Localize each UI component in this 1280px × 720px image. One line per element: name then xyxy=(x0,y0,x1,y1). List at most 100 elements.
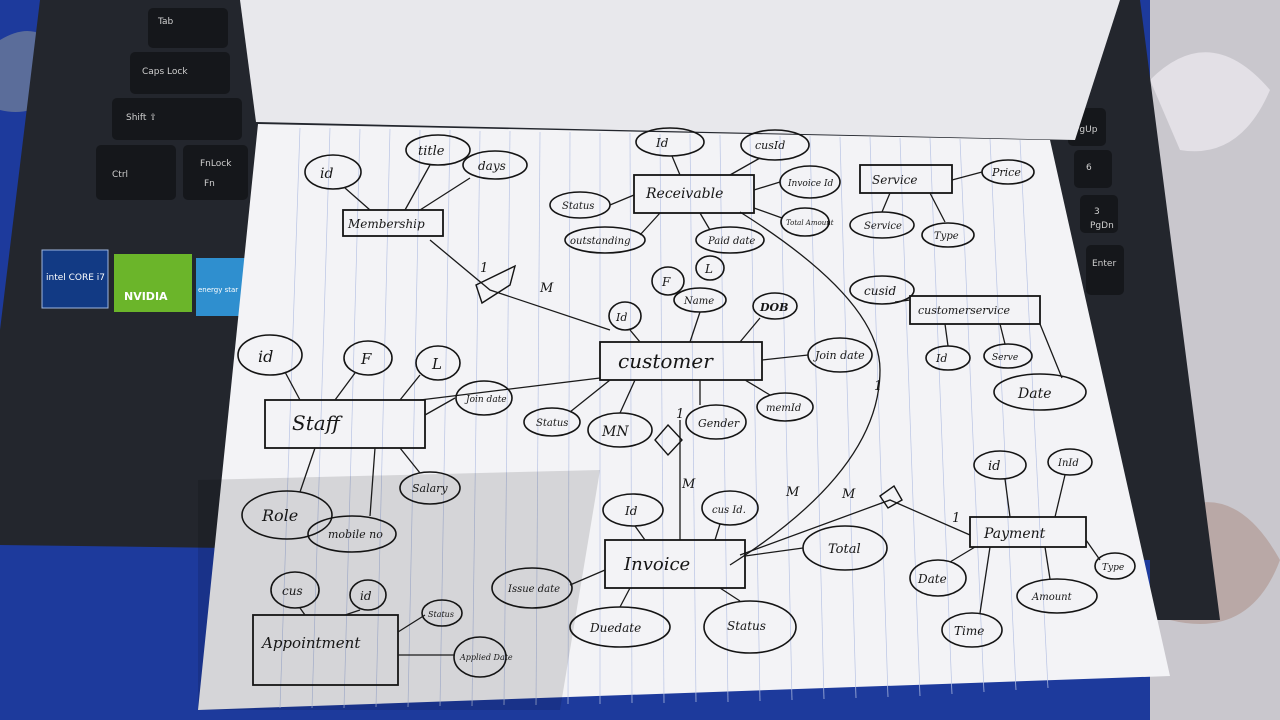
cardinality-label: M xyxy=(539,281,554,296)
laptop-key xyxy=(130,52,230,94)
entity-label: customer xyxy=(618,349,714,373)
relationship-diamond xyxy=(654,423,683,457)
key-label-6: 6 xyxy=(1086,163,1092,173)
attr-label: Status xyxy=(727,619,766,633)
attr-label: Paid date xyxy=(707,236,755,247)
key-label-fn: Fn xyxy=(204,179,215,189)
cardinality-label: M xyxy=(681,477,696,492)
page-rules xyxy=(279,127,1049,709)
entity-label: Invoice xyxy=(623,554,690,575)
attr-label: id xyxy=(988,459,1000,474)
blanket-flower xyxy=(1150,52,1270,152)
cardinality-label: 1 xyxy=(676,407,684,422)
laptop-key xyxy=(1074,150,1112,188)
page-shadow xyxy=(198,470,600,710)
key-label-shift: Shift ⇧ xyxy=(126,113,157,123)
laptop-key xyxy=(1080,195,1118,233)
attr-label: F xyxy=(661,275,671,289)
attr-label: Status xyxy=(562,201,594,212)
attr-label: Status xyxy=(536,418,568,429)
laptop-key xyxy=(96,145,176,200)
laptop-key xyxy=(1086,245,1124,295)
relationship-lines xyxy=(419,211,971,566)
key-label-tab: Tab xyxy=(157,17,174,27)
key-label-ctrl: Ctrl xyxy=(112,170,128,180)
entity-appointment: Appointment cus id Status Applied Date xyxy=(252,571,513,686)
entity-label: Appointment xyxy=(260,634,361,652)
laptop-key xyxy=(112,98,242,140)
attr-label: Total Amount xyxy=(786,219,834,227)
attr-label: days xyxy=(478,159,506,173)
key-label-fnlock: FnLock xyxy=(200,159,232,169)
entity-payment: Payment id InId Date Time Amount Type xyxy=(909,448,1136,648)
attr-label: cusId xyxy=(755,139,785,152)
attr-label: Status xyxy=(428,610,454,619)
attr-label: Duedate xyxy=(589,621,641,635)
notebook-page xyxy=(198,124,1170,710)
entity-label: Membership xyxy=(347,217,425,231)
entity-customerservice: customerservice cusid Id Serve Date xyxy=(849,275,1087,411)
cardinality-label: 1 xyxy=(874,379,882,394)
relationship-diamond xyxy=(475,264,517,305)
attr-label: memId xyxy=(766,403,801,414)
attr-label: Type xyxy=(934,231,959,242)
key-label-3: 3 xyxy=(1094,207,1100,217)
attr-label: Join date xyxy=(464,395,507,405)
attr-label: title xyxy=(418,144,445,159)
nvidia-sticker xyxy=(114,254,192,312)
attr-label: Type xyxy=(1102,563,1124,573)
intel-core-sticker xyxy=(41,249,109,309)
key-label-enter: Enter xyxy=(1092,259,1116,269)
notebook-top-page xyxy=(240,0,1120,140)
attr-label: cusid xyxy=(864,284,896,298)
laptop-key xyxy=(183,145,248,200)
attr-label: outstanding xyxy=(570,236,630,247)
attr-label: Amount xyxy=(1031,592,1073,603)
entity-label: Service xyxy=(872,173,918,187)
entity-label: customerservice xyxy=(918,304,1010,317)
entity-receivable: Receivable Id cusId Invoice Id Total Amo… xyxy=(549,127,841,254)
entity-label: Payment xyxy=(983,526,1046,542)
attr-label: DOB xyxy=(759,301,788,314)
attr-label: Id xyxy=(615,311,627,324)
attr-label: Time xyxy=(954,624,984,638)
entity-membership: Membership id title days xyxy=(304,134,528,237)
attr-label: Total xyxy=(828,542,861,557)
attr-label: Issue date xyxy=(507,584,560,595)
energy-star-text: energy star xyxy=(198,286,238,294)
attr-label: id xyxy=(320,166,333,182)
key-label-pgdn: PgDn xyxy=(1090,221,1114,231)
intel-sticker-text: intel CORE i7 xyxy=(46,273,105,283)
attr-label: L xyxy=(704,262,713,276)
attr-label: L xyxy=(431,355,442,373)
cardinality-label: 1 xyxy=(480,261,488,276)
attr-label: Id xyxy=(655,136,669,150)
attr-label: Id xyxy=(935,352,947,365)
attr-label: Salary xyxy=(412,482,448,495)
attr-label: cus xyxy=(282,584,303,598)
nvidia-sticker-text: NVIDIA xyxy=(124,290,168,303)
attr-label: F xyxy=(360,350,372,368)
attr-label: MN xyxy=(601,424,629,440)
attr-label: Id xyxy=(624,504,638,518)
relationship-diamond xyxy=(879,484,903,509)
key-label-pgup: PgUp xyxy=(1074,125,1098,135)
attr-label: Price xyxy=(991,166,1021,179)
attr-label: Date xyxy=(1017,386,1051,402)
attr-label: InId xyxy=(1057,458,1079,469)
attr-label: Role xyxy=(261,506,298,525)
attr-label: Service xyxy=(864,221,902,232)
entity-service: Service Price Service Type xyxy=(849,159,1035,248)
attr-label: Serve xyxy=(992,353,1018,363)
key-label-caps: Caps Lock xyxy=(142,67,188,77)
laptop-key xyxy=(148,8,228,48)
attr-label: Join date xyxy=(813,349,865,362)
entity-invoice: Invoice Id cus Id. Issue date Duedate St… xyxy=(491,490,888,654)
attr-label: cus Id. xyxy=(712,505,746,516)
entity-label: Staff xyxy=(292,411,344,435)
entity-label: Receivable xyxy=(645,186,723,202)
entity-staff: Staff id F L Join date Role mobile no Sa… xyxy=(237,334,513,553)
attr-label: id xyxy=(258,347,273,366)
cardinality-label: M xyxy=(841,487,856,502)
